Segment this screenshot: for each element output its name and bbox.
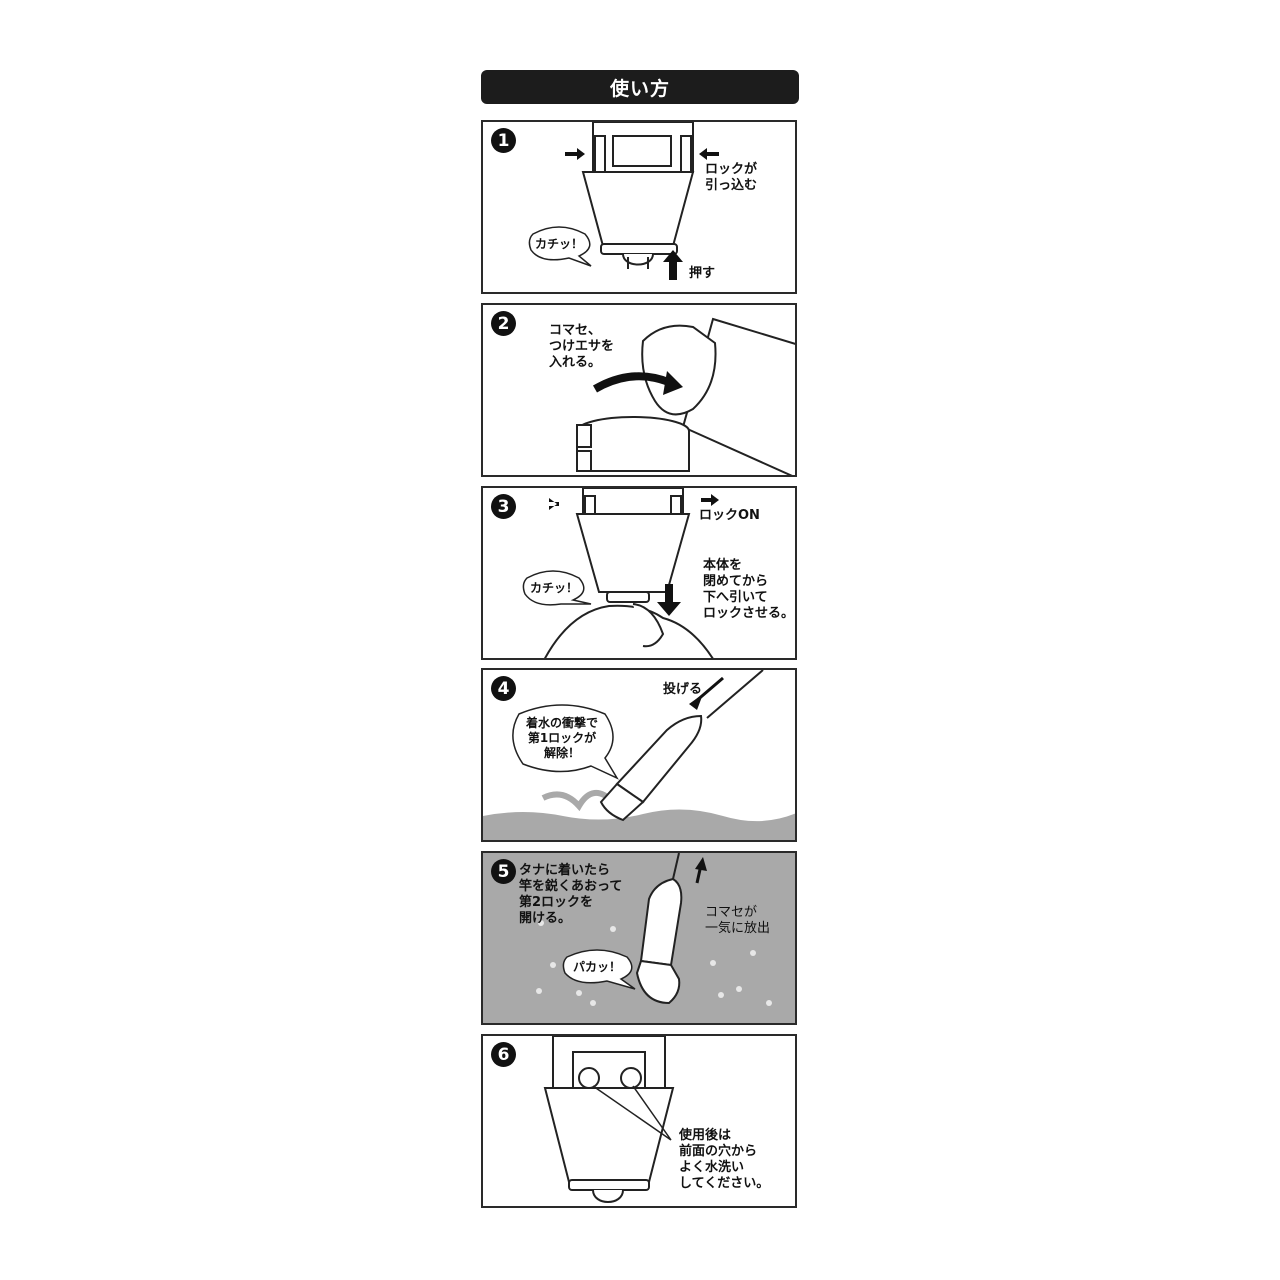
water-impact-illustration <box>483 670 795 840</box>
step-3-instruction: 本体を 閉めてから 下へ引いて ロックさせる。 <box>703 558 795 621</box>
step-4-panel: 4 投げる 着水の衝撃で 第1ロックが 解除！ <box>481 668 797 842</box>
step-6-panel: 6 使用後は 前面の穴から よく水洗い してください。 <box>481 1034 797 1208</box>
click-text: カチッ！ <box>534 236 583 251</box>
lock-hand-illustration <box>544 488 719 658</box>
step-1-number: 1 <box>491 128 516 153</box>
step-5-instruction: タナに着いたら 竿を鋭くあおって 第2ロックを 開ける。 <box>519 863 623 926</box>
step-3-panel: 3 ロックON 本体を 閉めてから 下へ引いて ロックさせる。 カチッ！ <box>481 486 797 660</box>
release-label: コマセが 一気に放出 <box>705 905 771 936</box>
release-illustration <box>536 853 772 1006</box>
open-basket-illustration <box>576 317 795 475</box>
step-5-panel: 5 タナに着いたら 竿を鋭くあおって 第2ロックを 開ける。 コマセが 一気に放… <box>481 851 797 1025</box>
lock-retract-label: ロックが 引っ込む <box>705 162 758 193</box>
open-text: パカッ！ <box>572 959 621 974</box>
click-bubble-3: カチッ！ <box>521 570 592 606</box>
step-1-panel: 1 ロックが 引っ込む 押す カチッ！ <box>481 120 797 294</box>
click-bubble: カチッ！ <box>527 226 592 267</box>
usage-title: 使い方 <box>481 70 799 104</box>
step-4-number: 4 <box>491 676 516 701</box>
insert-bait-label: コマセ、 つけエサを 入れる。 <box>549 323 615 370</box>
impact-bubble: 着水の衝撃で 第1ロックが 解除！ <box>509 704 619 780</box>
step-2-panel: 2 コマセ、 つけエサを 入れる。 <box>481 303 797 477</box>
click-text-3: カチッ！ <box>529 580 578 595</box>
open-bubble: パカッ！ <box>561 949 636 990</box>
throw-label: 投げる <box>663 682 703 697</box>
wash-holes-illustration <box>543 1036 675 1203</box>
impact-text: 着水の衝撃で 第1ロックが 解除！ <box>525 715 598 760</box>
wash-instruction: 使用後は 前面の穴から よく水洗い してください。 <box>679 1128 770 1191</box>
basket-lock-illustration <box>565 122 719 280</box>
step-5-number: 5 <box>491 859 516 884</box>
lock-on-label: ロックON <box>699 508 760 523</box>
step-2-number: 2 <box>491 311 516 336</box>
step-6-number: 6 <box>491 1042 516 1067</box>
step-3-number: 3 <box>491 494 516 519</box>
push-label: 押す <box>689 266 716 281</box>
